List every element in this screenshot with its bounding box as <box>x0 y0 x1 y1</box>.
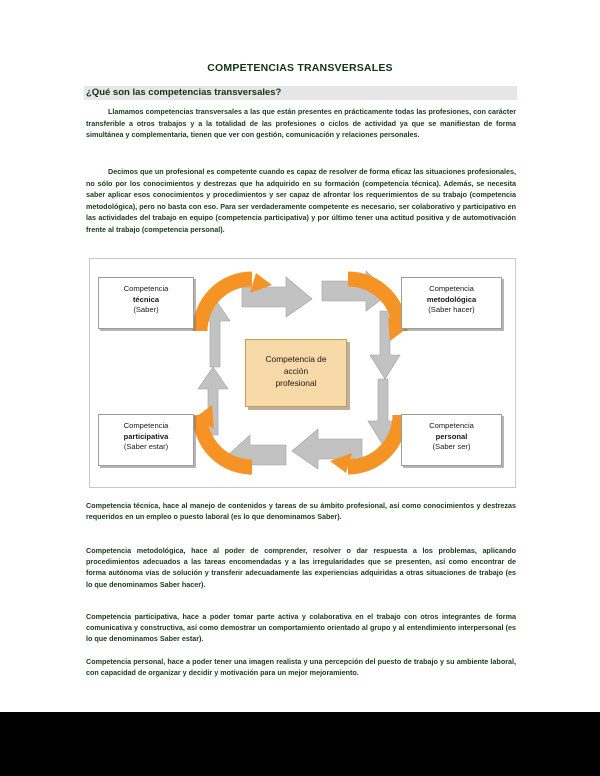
definition-text: hace a poder tener una imagen realista y… <box>86 657 516 678</box>
diagram-center-box: Competencia de acción profesional <box>245 339 347 407</box>
orange-arrowhead-top-left <box>250 273 272 293</box>
gray-arrow-left-lower <box>197 366 229 436</box>
orange-arrowhead-bottom-right <box>330 453 352 473</box>
subtitle-highlight-band <box>84 86 517 100</box>
orange-arrowhead-group <box>196 273 406 473</box>
diagram-box-tecnica: Competencia técnica (Saber) <box>98 277 194 329</box>
paragraph-2: Decimos que un profesional es competente… <box>86 167 516 234</box>
box-label-line2: personal <box>435 431 468 441</box>
box-label-line1: Competencia <box>123 421 169 430</box>
box-label-line3: (Saber estar) <box>123 442 169 451</box>
orange-curve-upper-left <box>192 271 253 332</box>
box-label-line3: (Saber hacer) <box>428 305 475 314</box>
diagram-box-participativa: Competencia participativa (Saber estar) <box>98 414 194 466</box>
box-label-line2: participativa <box>123 431 169 441</box>
diagram-box-metodologica: Competencia metodológica (Saber hacer) <box>401 277 502 329</box>
orange-curve-lower-left <box>192 414 253 475</box>
box-label-line3: (Saber) <box>133 305 159 314</box>
orange-arrow-group <box>192 271 408 475</box>
paragraph-1: Llamamos competencias transversales a la… <box>86 107 516 140</box>
section-subtitle: ¿Qué son las competencias transversales? <box>86 87 282 98</box>
definition-term: Competencia personal, <box>86 657 166 666</box>
box-label-line1: Competencia <box>429 284 474 293</box>
gray-arrow-top-left <box>241 276 313 318</box>
center-label-line1: Competencia de <box>265 354 327 364</box>
box-label-line1: Competencia <box>429 421 474 430</box>
center-label-line2: acción <box>283 366 309 376</box>
definition-participativa: Competencia participativa, hace a poder … <box>86 611 516 645</box>
definition-tecnica: Competencia técnica, hace al manejo de c… <box>86 500 516 522</box>
competence-diagram: Competencia técnica (Saber) Competencia … <box>89 258 516 488</box>
page-title: COMPETENCIAS TRANSVERSALES <box>207 62 393 74</box>
definition-term: Competencia metodológica, <box>86 546 186 555</box>
orange-curve-upper-right <box>347 271 408 332</box>
definition-text: hace al poder de comprender, resolver o … <box>86 546 516 589</box>
box-label-line2: metodológica <box>426 294 477 304</box>
center-label-line3: profesional <box>275 378 317 388</box>
definition-term: Competencia técnica, <box>86 501 161 510</box>
gray-arrow-right-upper <box>369 310 401 380</box>
document-page: COMPETENCIAS TRANSVERSALES ¿Qué son las … <box>0 0 600 712</box>
definition-term: Competencia participativa, <box>86 612 179 621</box>
orange-arrowhead-left-bottom <box>196 405 214 429</box>
box-label-line2: técnica <box>132 294 160 304</box>
box-label-line1: Competencia <box>123 284 169 293</box>
diagram-arrows <box>192 270 408 476</box>
orange-arrowhead-right-top <box>388 317 406 341</box>
diagram-box-personal: Competencia personal (Saber ser) <box>401 414 502 466</box>
definition-text: hace al manejo de contenidos y tareas de… <box>86 501 516 522</box>
definition-personal: Competencia personal, hace a poder tener… <box>86 656 516 678</box>
definition-metodologica: Competencia metodológica, hace al poder … <box>86 545 516 590</box>
orange-curve-lower-right <box>347 414 408 475</box>
box-label-line3: (Saber ser) <box>432 442 471 451</box>
definition-text: hace a poder tomar parte activa y colabo… <box>86 612 516 644</box>
